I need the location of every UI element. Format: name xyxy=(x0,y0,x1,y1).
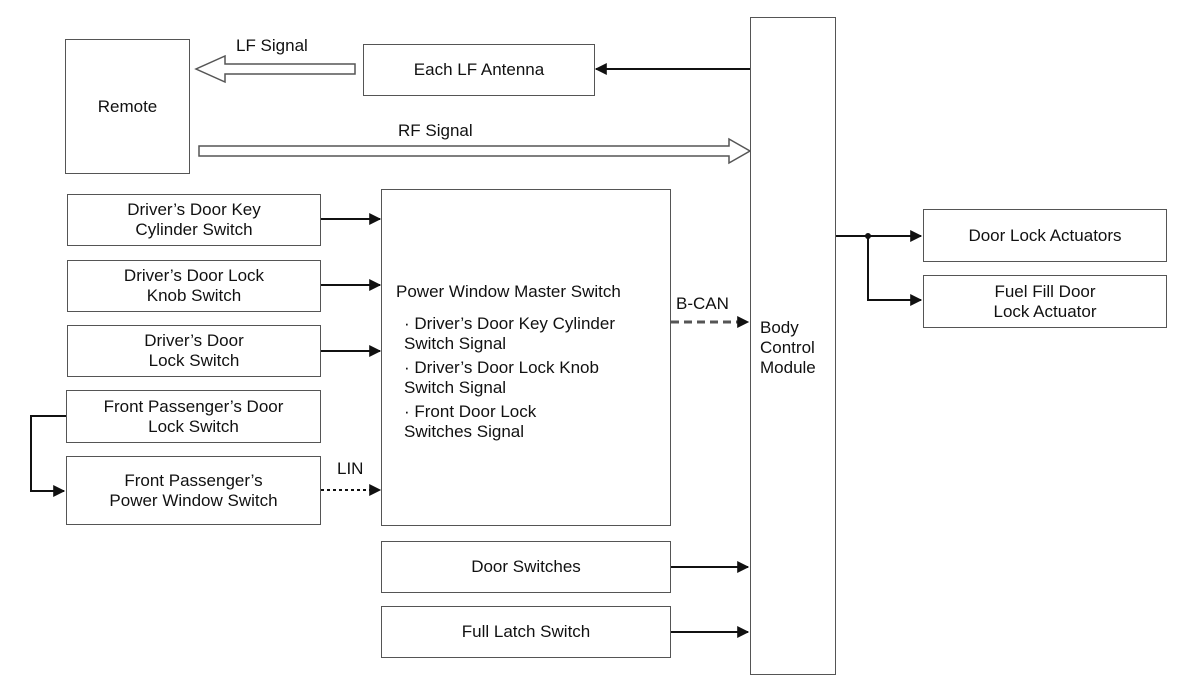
driver-lock-switch-block: Driver’s Door Lock Switch xyxy=(67,325,321,377)
rf-signal-arrow xyxy=(198,137,752,165)
lf-antenna-label: Each LF Antenna xyxy=(413,60,545,79)
rf-signal-label: RF Signal xyxy=(398,121,473,140)
pwms-signal-lock-knob: · Driver’s Door Lock Knob Switch Signal xyxy=(404,358,599,397)
pwms-signal-front-door-lock: · Front Door Lock Switches Signal xyxy=(404,402,537,441)
body-control-module-block: Body Control Module xyxy=(750,17,836,675)
driver-lock-switch-label: Driver’s Door Lock Switch xyxy=(144,331,244,370)
door-switches-block: Door Switches xyxy=(381,541,671,593)
bcan-label: B-CAN xyxy=(676,294,729,313)
door-lock-actuators-label: Door Lock Actuators xyxy=(968,225,1122,245)
lf-signal-label: LF Signal xyxy=(236,36,308,55)
front-passenger-power-window-switch-label: Front Passenger’s Power Window Switch xyxy=(109,470,278,510)
bcm-to-fuel-door-act-line xyxy=(867,236,923,306)
front-passenger-power-window-switch-block: Front Passenger’s Power Window Switch xyxy=(66,456,321,525)
fp-lock-to-fp-pw-line xyxy=(30,415,66,497)
full-latch-switch-block: Full Latch Switch xyxy=(381,606,671,658)
lf-signal-arrow xyxy=(194,54,356,84)
full-latch-switch-label: Full Latch Switch xyxy=(461,622,591,641)
driver-lock-knob-switch-block: Driver’s Door Lock Knob Switch xyxy=(67,260,321,312)
front-passenger-lock-switch-block: Front Passenger’s Door Lock Switch xyxy=(66,390,321,443)
power-window-master-switch-block: Power Window Master Switch · Driver’s Do… xyxy=(381,189,671,526)
lin-label: LIN xyxy=(337,459,364,478)
fuel-fill-door-lock-actuator-block: Fuel Fill Door Lock Actuator xyxy=(923,275,1167,328)
door-lock-actuators-block: Door Lock Actuators xyxy=(923,209,1167,262)
driver-lock-knob-switch-label: Driver’s Door Lock Knob Switch xyxy=(123,266,265,305)
driver-key-cylinder-switch-label: Driver’s Door Key Cylinder Switch xyxy=(127,200,261,239)
door-switches-label: Door Switches xyxy=(471,557,581,576)
fuel-fill-door-lock-actuator-label: Fuel Fill Door Lock Actuator xyxy=(993,281,1097,321)
front-passenger-lock-switch-label: Front Passenger’s Door Lock Switch xyxy=(103,396,284,436)
power-window-master-switch-title: Power Window Master Switch xyxy=(396,282,621,301)
pwms-signal-key-cylinder: · Driver’s Door Key Cylinder Switch Sign… xyxy=(404,314,615,353)
body-control-module-label: Body Control Module xyxy=(760,318,816,377)
remote-block: Remote xyxy=(65,39,190,174)
driver-key-cylinder-switch-block: Driver’s Door Key Cylinder Switch xyxy=(67,194,321,246)
remote-label: Remote xyxy=(97,96,158,116)
lf-antenna-block: Each LF Antenna xyxy=(363,44,595,96)
junction-dot xyxy=(865,233,871,239)
